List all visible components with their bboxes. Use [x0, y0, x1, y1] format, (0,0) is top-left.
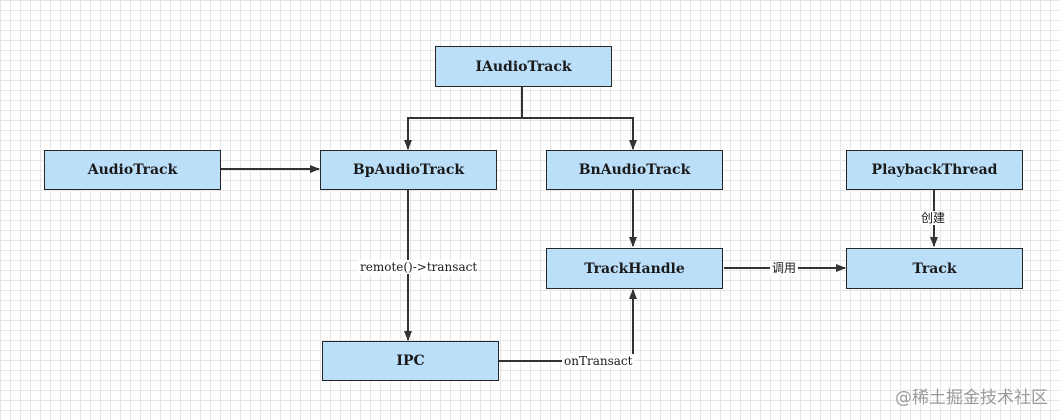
- label-remote-transact: remote()->transact: [358, 260, 480, 274]
- watermark: @稀土掘金技术社区: [895, 388, 1048, 408]
- node-iaudiotrack: IAudioTrack: [435, 46, 612, 87]
- node-audiotrack: AudioTrack: [44, 150, 221, 190]
- label-call: 调用: [770, 261, 799, 275]
- node-playbackthread: PlaybackThread: [846, 150, 1023, 190]
- node-ipc: IPC: [322, 341, 499, 381]
- label-on-transact: onTransact: [562, 354, 635, 368]
- node-track: Track: [846, 248, 1023, 289]
- edge-iaudiotrack-to-bnaudiotrack: [522, 117, 637, 150]
- edge-iaudiotrack-to-bpaudiotrack: [404, 87, 523, 150]
- label-create: 创建: [919, 211, 948, 225]
- node-trackhandle: TrackHandle: [546, 248, 723, 289]
- node-bnaudiotrack: BnAudioTrack: [546, 150, 723, 190]
- edge-ipc-to-trackhandle: [499, 289, 637, 362]
- node-bpaudiotrack: BpAudioTrack: [320, 150, 497, 190]
